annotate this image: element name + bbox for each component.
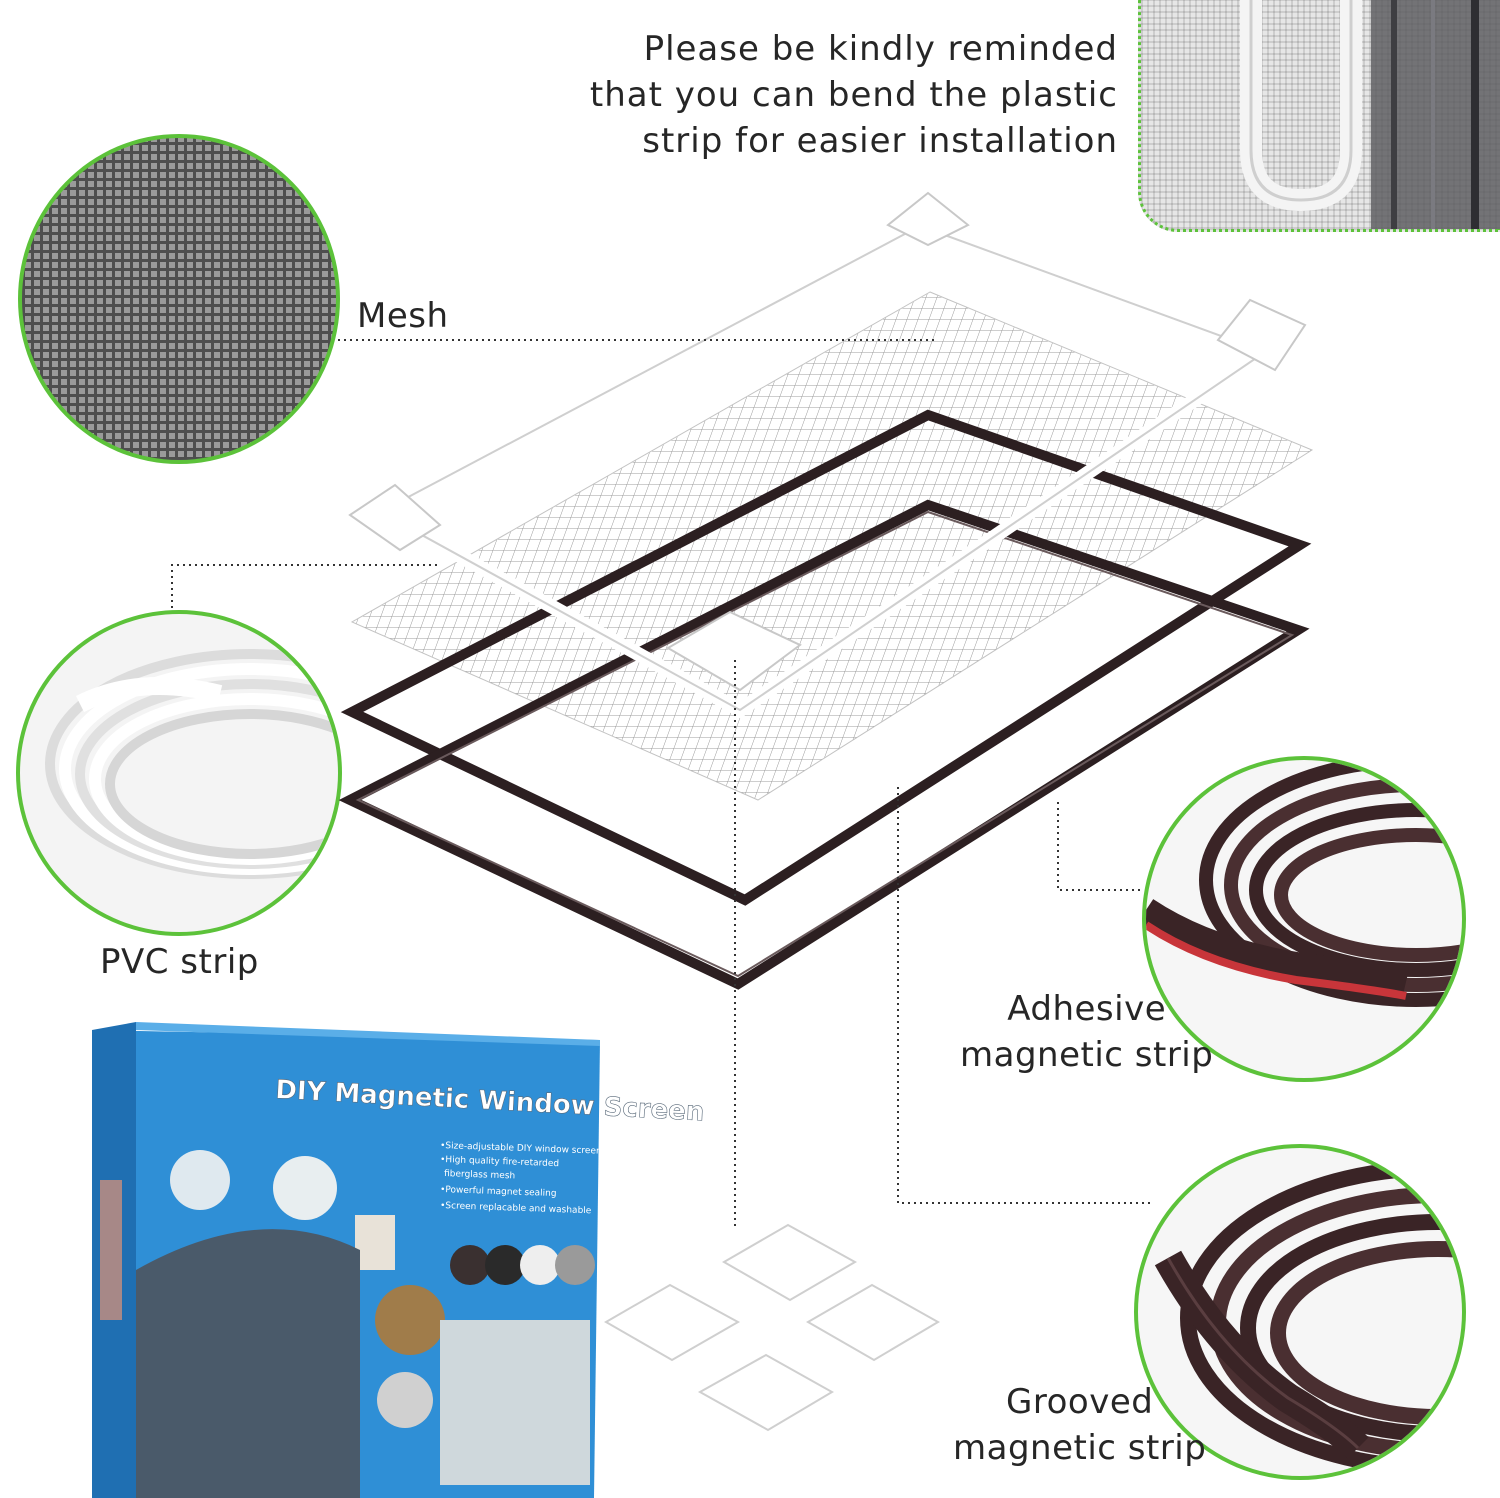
bent-strip-photo (1138, 0, 1500, 232)
pvc-coil-illustration (45, 649, 338, 879)
box-photo-install (440, 1320, 590, 1485)
box-photo-room (273, 1156, 337, 1220)
box-photo-screen (136, 1229, 360, 1498)
grooved-magnetic-frame (338, 499, 1310, 990)
pvc-strip-label: PVC strip (100, 942, 259, 982)
box-bullet-4: •Powerful magnet sealing (440, 1185, 557, 1199)
pvc-strip-closeup (16, 610, 342, 936)
corner-connector-right (1216, 298, 1307, 372)
bent-strip-illustration (1240, 0, 1500, 229)
pvc-leader (171, 564, 440, 608)
box-photo-frame (355, 1215, 395, 1270)
box-bullet-3: fiberglass mesh (444, 1169, 515, 1181)
corner-connector-top (886, 191, 970, 247)
adhesive-leader (1057, 800, 1140, 891)
mesh-label: Mesh (357, 296, 449, 336)
note-line-1: Please be kindly reminded (643, 29, 1118, 69)
box-photo-window (170, 1150, 230, 1210)
note-line-2: that you can bend the plastic (589, 75, 1118, 115)
grooved-label-line-1: Grooved (1006, 1382, 1154, 1422)
loose-connectors (603, 1223, 941, 1432)
adhesive-strip-label: Adhesive magnetic strip (960, 986, 1213, 1078)
adhesive-magnetic-frame (340, 409, 1312, 906)
corner-connector-left (348, 483, 442, 552)
corner-connector-bottom (666, 610, 802, 692)
note-line-3: strip for easier installation (642, 121, 1118, 161)
box-bullet-2: •High quality fire-retarded (440, 1155, 559, 1169)
grooved-label-line-2: magnetic strip (953, 1428, 1207, 1468)
grooved-strip-label: Grooved magnetic strip (953, 1379, 1206, 1471)
adhesive-label-line-1: Adhesive (1007, 989, 1167, 1029)
product-box: DIY Magnetic Window Screen •Size-adjusta… (92, 1022, 705, 1498)
adhesive-label-line-2: magnetic strip (960, 1035, 1214, 1075)
grooved-leader (897, 785, 1150, 1204)
installation-note: Please be kindly reminded that you can b… (590, 26, 1118, 164)
box-photo-door (375, 1285, 445, 1355)
mesh-closeup (18, 134, 340, 464)
